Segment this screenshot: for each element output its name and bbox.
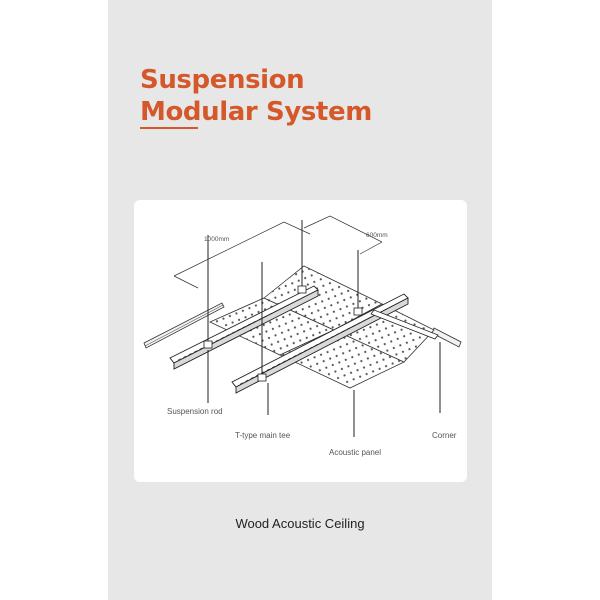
product-caption: Wood Acoustic Ceiling [235, 516, 365, 531]
title-underline [140, 127, 198, 129]
suspension-rods [207, 220, 359, 374]
dimension-length-label: 1000mm [204, 236, 229, 243]
pointer-lines [207, 342, 441, 437]
panel-back-right [264, 266, 382, 330]
page-title: Suspension Modular System [140, 64, 372, 128]
label-main-tee: T-type main tee [235, 431, 291, 440]
label-acoustic-panel: Acoustic panel [329, 448, 381, 457]
panel-back [210, 298, 334, 355]
dimension-width-label: 600mm [366, 232, 388, 239]
wall-angle-left [143, 302, 225, 349]
label-suspension-rod: Suspension rod [167, 407, 223, 416]
diagram-panel: 1000mm 600mm Suspension rod T-type main … [134, 200, 467, 482]
product-card: Suspension Modular System [108, 0, 492, 600]
title-line-2: Modular System [140, 97, 372, 127]
ceiling-diagram: 1000mm 600mm Suspension rod T-type main … [143, 215, 462, 457]
title-line-1: Suspension [140, 65, 305, 95]
label-corner: Corner [432, 431, 457, 440]
cross-tee [370, 309, 439, 340]
dimension-lines [173, 215, 383, 289]
main-tee-right [231, 293, 409, 394]
